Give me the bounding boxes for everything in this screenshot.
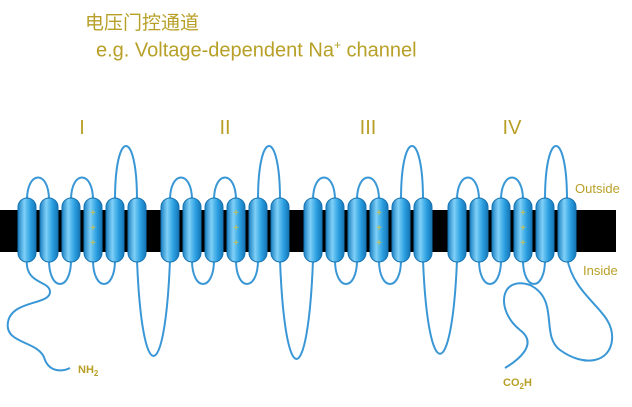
intracellular-loop [478, 259, 502, 285]
label-outside: Outside [575, 181, 620, 196]
domain-label-IV: IV [503, 117, 523, 139]
title-english: e.g. Voltage-dependent Na+ channel [96, 38, 417, 63]
transmembrane-helix [347, 197, 367, 263]
extracellular-loop [114, 145, 138, 201]
n-terminus-label: NH2 [78, 364, 99, 378]
intracellular-loop [334, 259, 358, 285]
charge-plus: + [90, 223, 96, 234]
charge-plus: + [233, 223, 239, 234]
intracellular-loop [191, 259, 215, 285]
transmembrane-helix [61, 197, 81, 263]
interdomain-linker [279, 259, 314, 360]
charge-plus: + [520, 238, 526, 249]
transmembrane-helix [513, 197, 533, 263]
transmembrane-helix [303, 197, 323, 263]
transmembrane-helix [105, 197, 125, 263]
charge-plus: + [520, 223, 526, 234]
charge-plus: + [90, 238, 96, 249]
title-chinese: 电压门控通道 [85, 12, 200, 34]
domain-label-II: II [219, 117, 230, 139]
intracellular-loop [92, 259, 116, 285]
c-terminus-tail [503, 257, 614, 369]
intracellular-loop [235, 259, 259, 285]
charge-plus: + [376, 238, 382, 249]
domain-label-III: III [360, 117, 377, 139]
extracellular-loop [213, 176, 237, 201]
title-english-superscript: + [333, 38, 341, 52]
c-terminus-label: CO2H [503, 377, 532, 391]
transmembrane-helix [226, 197, 246, 263]
transmembrane-helix [248, 197, 268, 263]
transmembrane-helix [204, 197, 224, 263]
transmembrane-helix [270, 197, 290, 263]
charge-plus: + [90, 208, 96, 219]
transmembrane-helix [17, 197, 37, 263]
transmembrane-helix [469, 197, 489, 263]
charge-plus: + [233, 238, 239, 249]
extracellular-loop [544, 145, 568, 201]
extracellular-loop [312, 176, 336, 201]
charge-plus: + [233, 208, 239, 219]
transmembrane-helix [39, 197, 59, 263]
extracellular-loop [356, 176, 380, 201]
extracellular-loop [70, 176, 94, 201]
extracellular-loop [26, 176, 50, 201]
interdomain-linker [422, 259, 458, 355]
extracellular-loop [500, 176, 524, 201]
transmembrane-helix [83, 197, 103, 263]
intracellular-loop [522, 259, 546, 285]
transmembrane-helix [557, 197, 577, 263]
transmembrane-helix [182, 197, 202, 263]
transmembrane-helix [369, 197, 389, 263]
transmembrane-helix [127, 197, 147, 263]
extracellular-loop [400, 145, 424, 201]
label-inside: Inside [583, 263, 618, 278]
extracellular-loop [169, 176, 193, 201]
transmembrane-helix [447, 197, 467, 263]
transmembrane-helix [160, 197, 180, 263]
transmembrane-helix [491, 197, 511, 263]
n-terminus-tail [6, 257, 71, 372]
intracellular-loop [378, 259, 402, 285]
domain-label-I: I [79, 117, 85, 139]
transmembrane-helix [413, 197, 433, 263]
transmembrane-helix [535, 197, 555, 263]
extracellular-loop [456, 176, 480, 201]
interdomain-linker [136, 259, 171, 357]
transmembrane-helix [325, 197, 345, 263]
charge-plus: + [376, 223, 382, 234]
intracellular-loop [48, 259, 72, 285]
charge-plus: + [376, 208, 382, 219]
charge-plus: + [520, 208, 526, 219]
title-english-rest: channel [340, 39, 417, 62]
transmembrane-helix [391, 197, 411, 263]
title-english-main: e.g. Voltage-dependent Na [96, 39, 334, 62]
extracellular-loop [257, 145, 281, 201]
